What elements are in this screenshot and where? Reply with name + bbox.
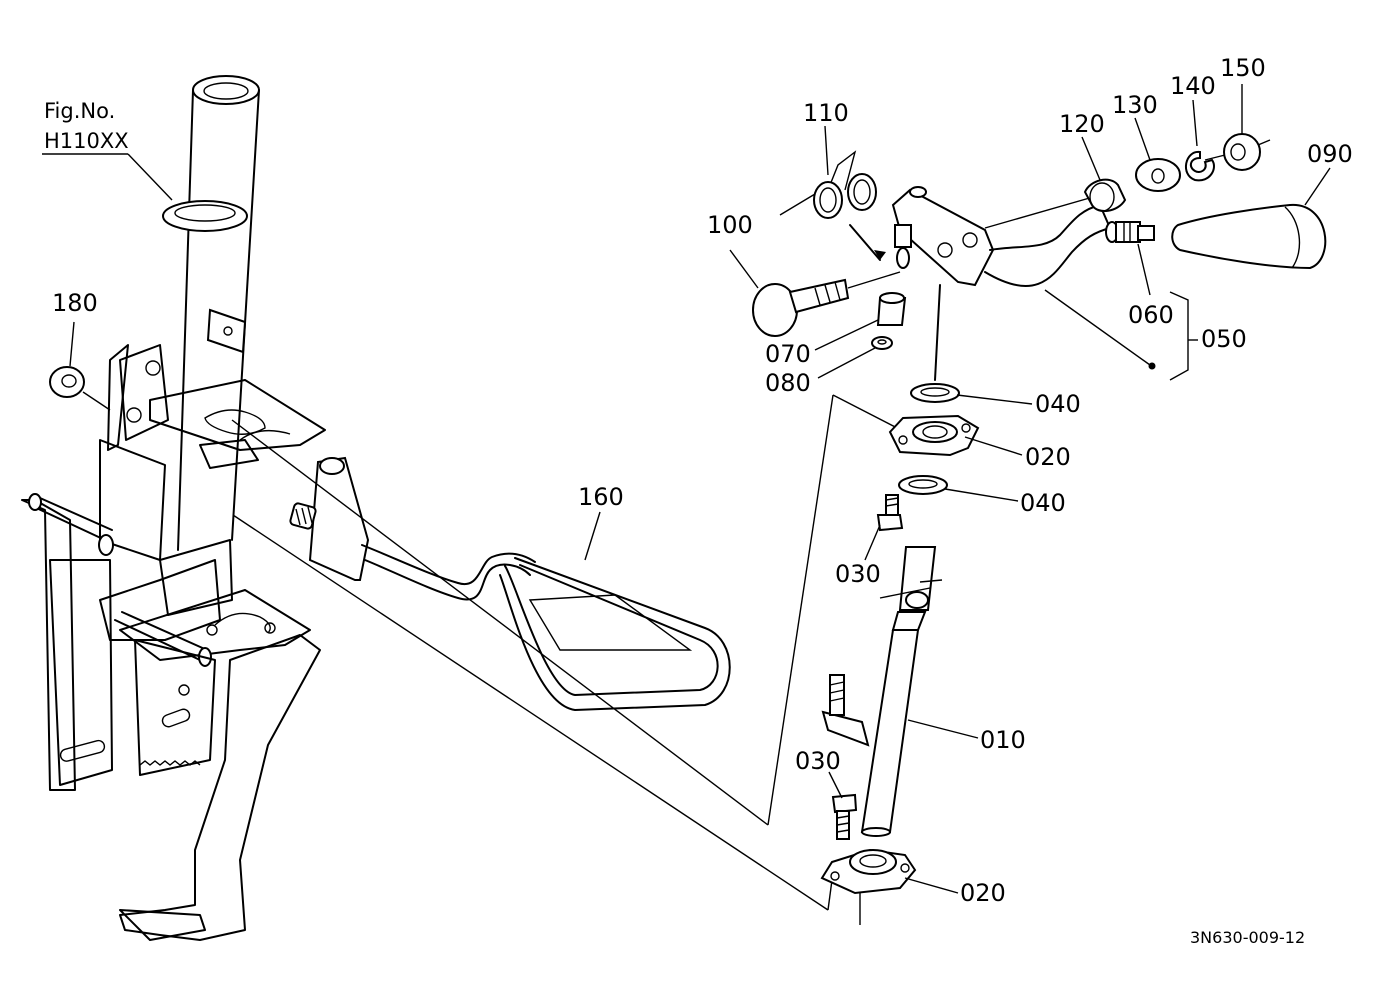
callout-030-lower: 030 [795, 747, 841, 775]
callout-160: 160 [578, 483, 624, 511]
callout-100: 100 [707, 211, 753, 239]
part-090-knob [1171, 167, 1331, 270]
part-020-lower-flange [820, 848, 959, 925]
brake-pedal-arm [119, 634, 321, 941]
callout-130: 130 [1112, 91, 1158, 119]
part-050-lever-assembly [891, 186, 1156, 381]
part-160-lever [289, 456, 731, 711]
drawing-code: 3N630-009-12 [1190, 928, 1305, 947]
steering-column [162, 75, 260, 551]
callout-020-lower: 020 [960, 879, 1006, 907]
lower-pedal-bracket [99, 539, 311, 776]
callout-150: 150 [1220, 54, 1266, 82]
part-030-bolts [828, 494, 904, 840]
callout-090: 090 [1307, 140, 1353, 168]
part-100-pin [729, 249, 901, 337]
part-110-spring [779, 125, 886, 261]
assembly-outline-lines [231, 394, 906, 911]
part-070-bushing [814, 292, 907, 351]
callout-040-upper: 040 [1035, 390, 1081, 418]
callout-010: 010 [980, 726, 1026, 754]
fig-no-value: H110XX [44, 129, 129, 153]
callout-080: 080 [765, 369, 811, 397]
callout-110: 110 [803, 99, 849, 127]
callout-040-lower: 040 [1020, 489, 1066, 517]
figure-number: Fig.No. H110XX [42, 99, 173, 201]
callout-070: 070 [765, 340, 811, 368]
callout-120: 120 [1059, 110, 1105, 138]
part-130-washer [1134, 117, 1181, 192]
part-120-collar [1081, 136, 1127, 212]
part-140-lock-washer [1185, 99, 1215, 182]
callout-050: 050 [1201, 325, 1247, 353]
part-050-bracket [1169, 291, 1198, 381]
part-060-fitting [1105, 221, 1155, 296]
part-080-e-ring [817, 336, 893, 379]
fig-no-label: Fig.No. [44, 99, 115, 123]
left-frame-plate [21, 344, 326, 791]
part-150-nut [1204, 84, 1271, 171]
callout-030-upper: 030 [835, 560, 881, 588]
part-040-snap-rings [898, 383, 1033, 502]
part-010-shaft [821, 546, 979, 837]
callout-140: 140 [1170, 72, 1216, 100]
part-180-nut [49, 321, 111, 411]
horizontal-shaft [28, 493, 114, 556]
part-020-upper-flange [888, 414, 1023, 457]
callout-020-upper: 020 [1025, 443, 1071, 471]
callout-labels: 010 020 020 030 030 040 040 050 060 070 … [52, 54, 1353, 907]
callout-060: 060 [1128, 301, 1174, 329]
callout-180: 180 [52, 289, 98, 317]
